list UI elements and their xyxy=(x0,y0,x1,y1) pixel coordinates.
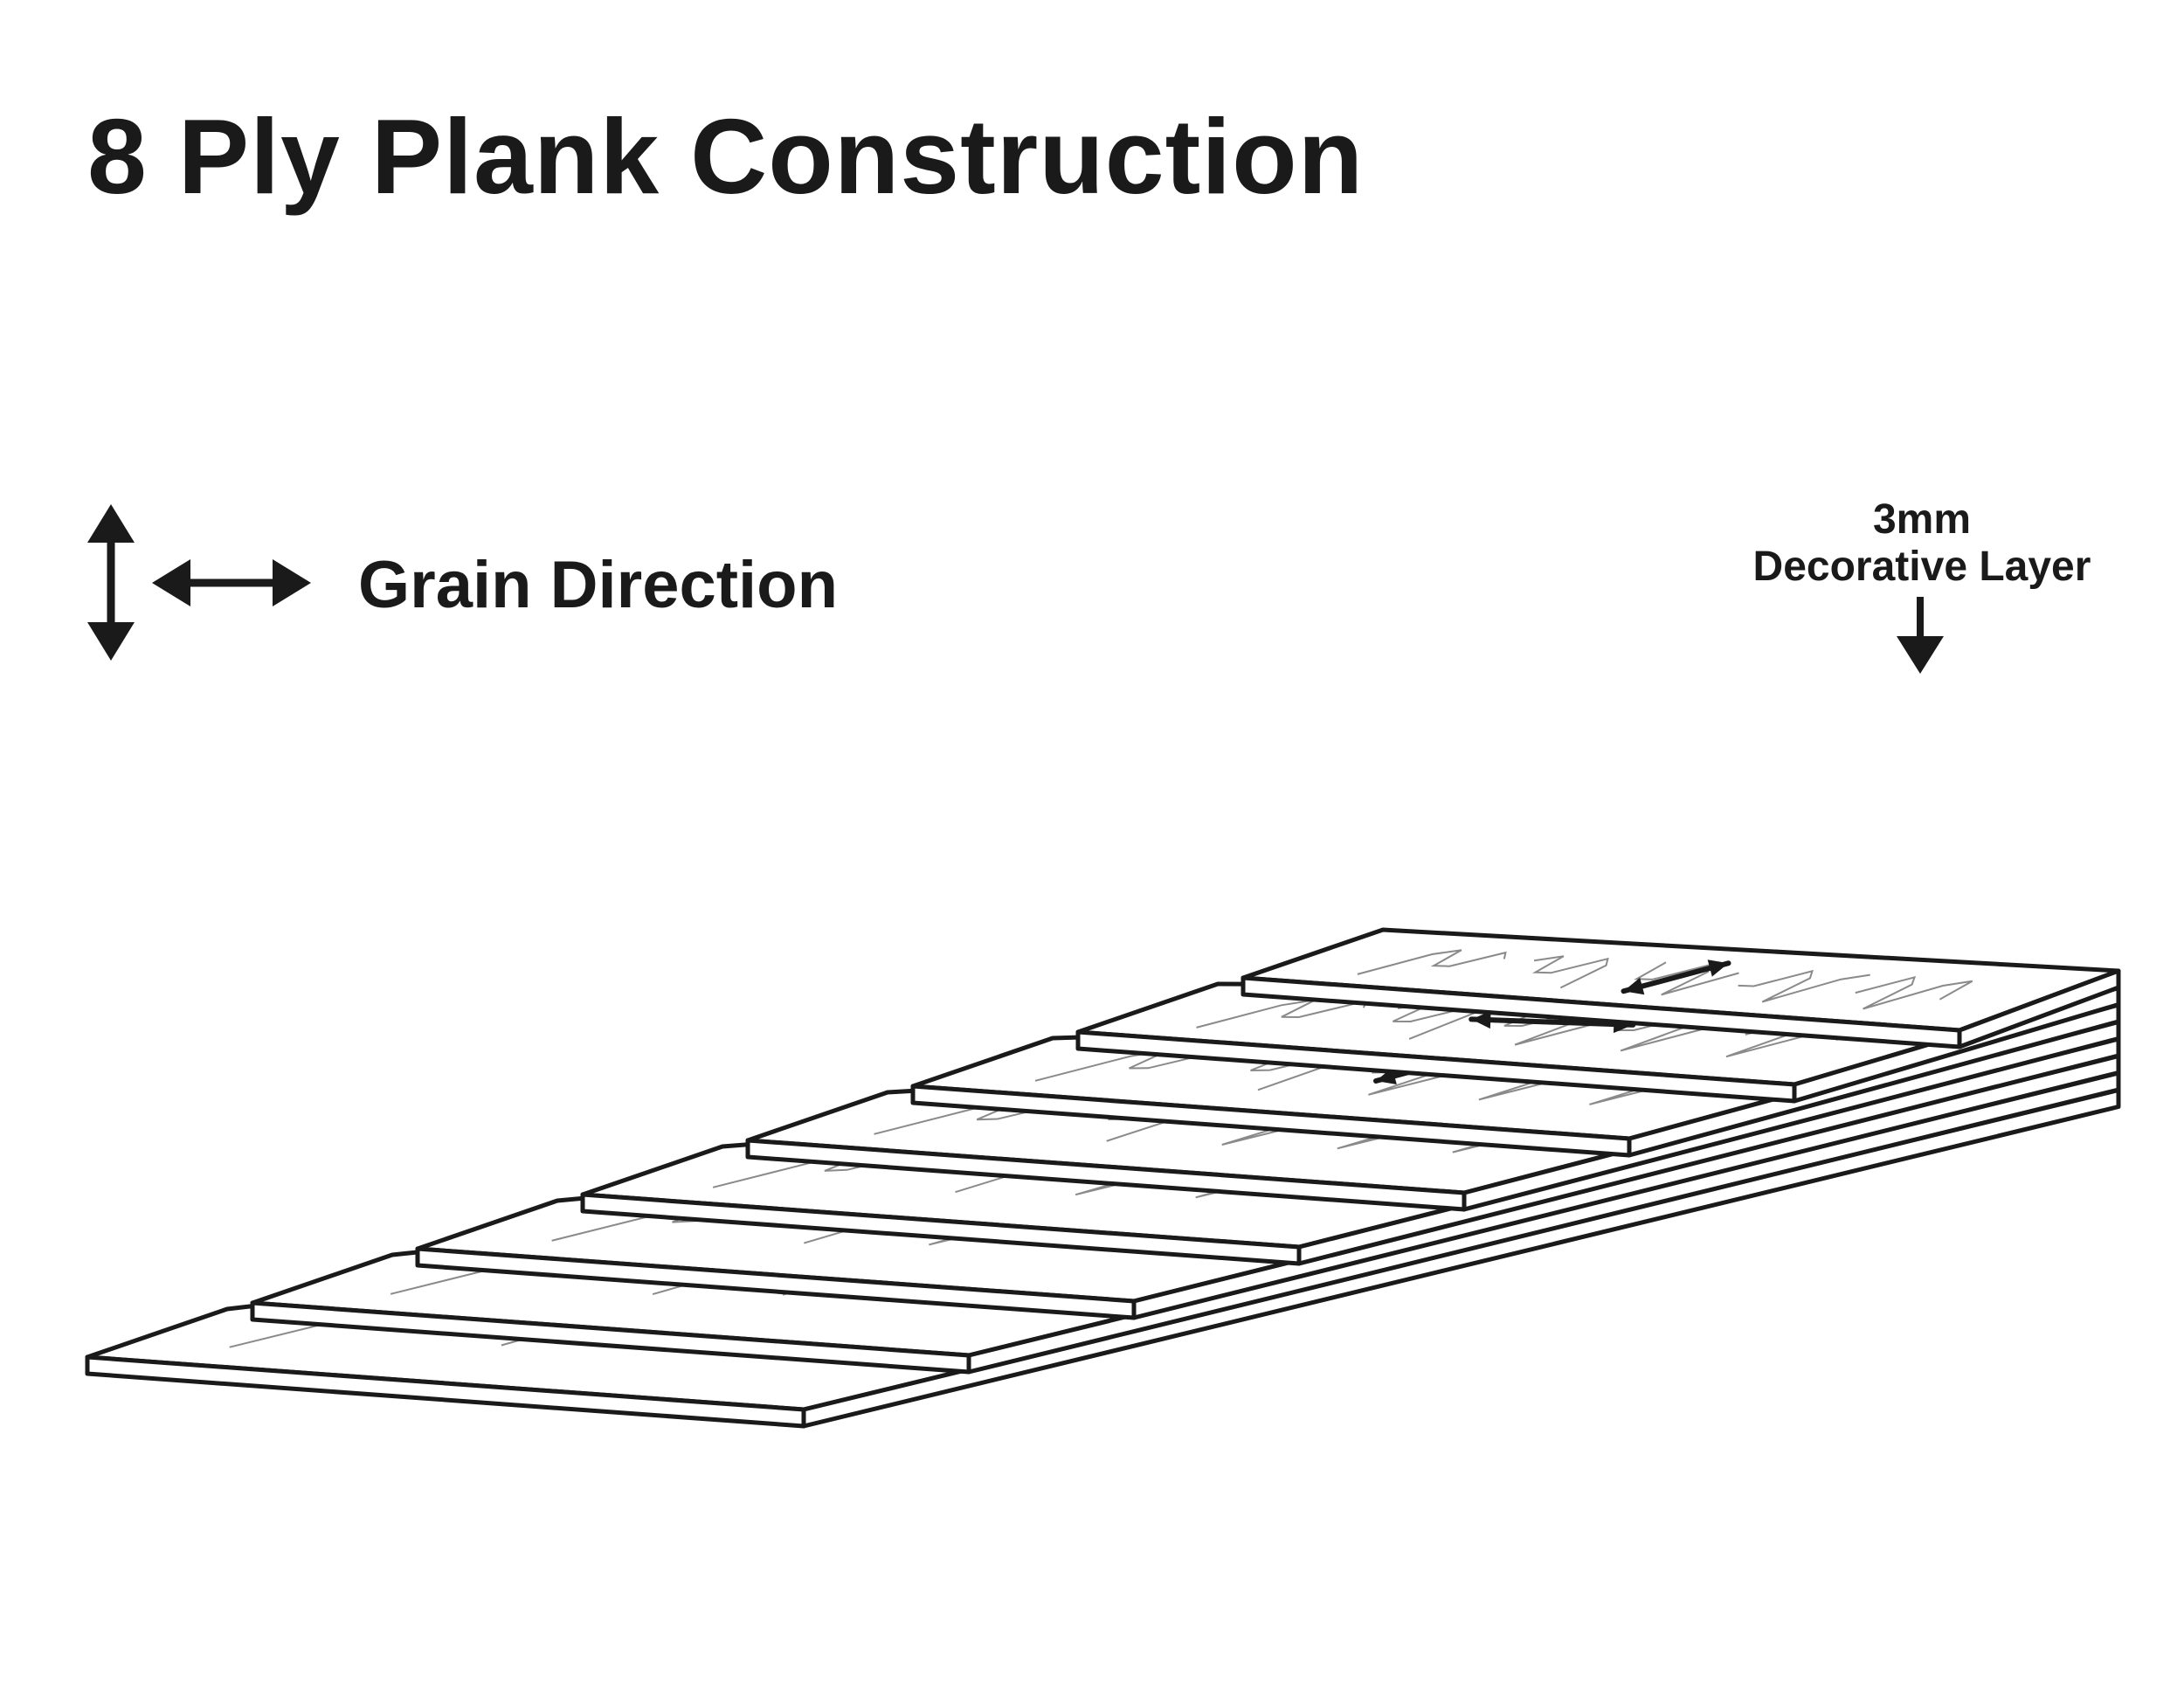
vertical-double-arrow-icon xyxy=(87,504,135,661)
grain-line xyxy=(1855,975,1973,1010)
horizontal-double-arrow-icon xyxy=(152,559,311,606)
ply-side-edge xyxy=(1957,968,2121,1049)
grain-line xyxy=(1357,949,1507,975)
callout-thickness: 3mm xyxy=(1872,496,1972,543)
grain-line xyxy=(1738,969,1870,1003)
page-title: 8 Ply Plank Construction xyxy=(87,97,1365,216)
callout-layer-name: Decorative Layer xyxy=(1752,544,2091,590)
grain-line xyxy=(1531,955,1609,989)
decorative-layer-callout: 3mm Decorative Layer xyxy=(1660,496,2184,591)
grain-direction-label: Grain Direction xyxy=(358,548,838,622)
down-arrow-icon xyxy=(1897,597,1944,674)
grain-arrow-icon xyxy=(1621,959,1731,995)
ply-8 xyxy=(1241,927,2121,1049)
